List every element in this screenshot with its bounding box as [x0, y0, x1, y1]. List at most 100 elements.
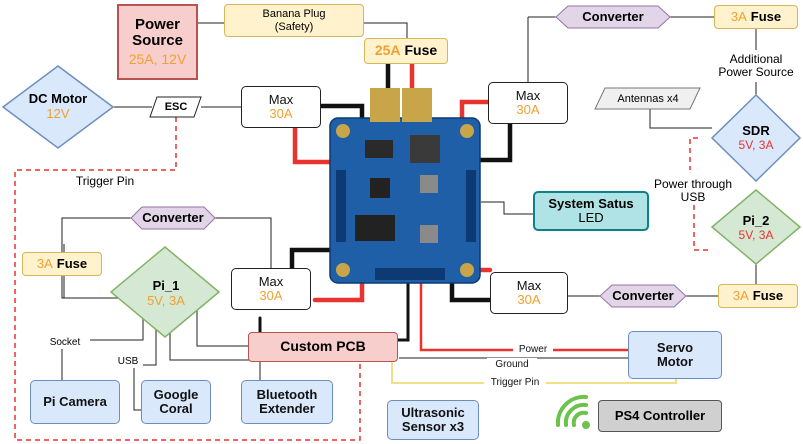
pcb-mount-bl: [336, 263, 350, 277]
additional-power-line2: Power Source: [718, 66, 793, 79]
banana-plug-line1: Banana Plug: [263, 8, 326, 20]
power-distribution-board: [330, 88, 480, 283]
pcb-inductor-2: [420, 225, 438, 243]
power-source-title: Power Source: [119, 17, 196, 50]
pcb-chip-1: [365, 140, 393, 158]
ps4-controller-box: PS4 Controller: [598, 400, 722, 432]
ultrasonic-line1: Ultrasonic: [401, 406, 465, 420]
system-status-box: System Satus LED: [533, 191, 649, 231]
max-top-left: Max 30A: [241, 86, 321, 128]
bluetooth-box: Bluetooth Extender: [241, 380, 333, 424]
pcb-header-bottom: [375, 268, 445, 280]
pi1-spec: 5V, 3A: [147, 294, 185, 309]
wire-ground-label: Ground: [487, 358, 537, 371]
pcb-mount-tl: [336, 124, 350, 138]
servo-line1: Servo: [657, 341, 693, 355]
power-source-box: Power Source 25A, 12V: [117, 4, 198, 80]
line-pi1-bt: [170, 325, 260, 380]
fuse-25a-box: 25A Fuse: [364, 38, 448, 64]
fuse-left: 3A Fuse: [22, 252, 102, 276]
usb-label: USB: [113, 354, 143, 368]
fuse-bottom-right: 3A Fuse: [718, 284, 798, 308]
pcb-pad-right: [402, 88, 432, 122]
line-pi1-pcb: [197, 305, 248, 346]
power-usb-label: Power through USB: [645, 176, 741, 206]
esc-label: ESC: [152, 97, 200, 117]
fuse-br-amp: 3A: [733, 289, 749, 303]
ultrasonic-box: Ultrasonic Sensor x3: [387, 400, 479, 440]
pcb-body: [330, 118, 480, 283]
fuse-25a-amp: 25A: [375, 43, 401, 58]
max-tl-label: Max: [269, 93, 294, 107]
google-coral-line2: Coral: [159, 402, 192, 416]
fuse-br-label: Fuse: [753, 289, 783, 303]
dc-motor-spec: 12V: [46, 107, 69, 122]
pcb-header-left: [336, 170, 346, 242]
cable-maxtl-red: [295, 126, 332, 162]
wireless-icon: [558, 397, 586, 425]
pcb-capacitor: [410, 135, 440, 163]
pcb-pad-left: [370, 88, 400, 122]
power-source-spec: 25A, 12V: [129, 52, 187, 67]
max-br-amp: 30A: [517, 293, 540, 307]
sdr-text: SDR 5V, 3A: [722, 120, 790, 156]
fuse-top-right: 3A Fuse: [714, 5, 798, 29]
converter-right: Converter: [600, 285, 686, 307]
banana-plug-box: Banana Plug (Safety): [224, 4, 364, 37]
system-status-sub: LED: [578, 211, 603, 225]
socket-label: Socket: [40, 335, 90, 349]
pcb-chip-2: [355, 215, 395, 241]
pi1-title: Pi_1: [153, 279, 180, 294]
max-top-right: Max 30A: [488, 82, 568, 124]
max-bl-label: Max: [259, 275, 284, 289]
dc-motor-title: DC Motor: [29, 92, 88, 107]
servo-line2: Motor: [657, 355, 693, 369]
pcb-inductor-1: [420, 175, 438, 193]
banana-plug-line2: (Safety): [275, 21, 314, 33]
line-conv-to-maxbl: [215, 218, 271, 270]
trigger-pin-label: Trigger Pin: [70, 174, 140, 190]
sdr-title: SDR: [742, 124, 769, 139]
wire-power-label: Power: [513, 343, 553, 356]
bluetooth-line1: Bluetooth: [257, 388, 318, 402]
google-coral-line1: Google: [154, 388, 199, 402]
ultrasonic-line2: Sensor x3: [402, 420, 464, 434]
pi-camera-box: Pi Camera: [30, 380, 120, 424]
pi2-spec: 5V, 3A: [739, 229, 774, 243]
max-br-label: Max: [517, 279, 542, 293]
fuse-left-amp: 3A: [37, 257, 53, 271]
wireless-dot: [582, 421, 590, 429]
max-bl-amp: 30A: [259, 289, 282, 303]
max-tl-amp: 30A: [269, 107, 292, 121]
bluetooth-line2: Extender: [259, 402, 315, 416]
pi2-title: Pi_2: [743, 214, 770, 229]
cable-maxbl-black: [292, 250, 332, 268]
power-usb-line2: USB: [681, 191, 706, 204]
line-led: [481, 202, 533, 214]
max-tr-amp: 30A: [516, 103, 539, 117]
max-bottom-right: Max 30A: [490, 272, 568, 314]
pi1-spec-text: 5V, 3A: [147, 293, 185, 308]
wire-trigger-label: Trigger Pin: [484, 376, 546, 389]
servo-motor-box: Servo Motor: [628, 331, 722, 379]
system-status-title: System Satus: [548, 197, 633, 211]
converter-top: Converter: [556, 6, 670, 28]
fuse-left-label: Fuse: [57, 257, 87, 271]
pcb-chip-3: [370, 178, 390, 198]
line-antenna-to-sdr: [650, 109, 712, 128]
pcb-mount-tr: [460, 124, 474, 138]
custom-pcb-box: Custom PCB: [248, 332, 398, 362]
pi1-text: Pi_1 5V, 3A: [128, 276, 204, 312]
fuse-tr-amp: 3A: [731, 10, 747, 24]
antennas-label: Antennas x4: [598, 89, 698, 109]
google-coral-box: Google Coral: [141, 380, 211, 424]
pcb-header-right: [466, 170, 476, 242]
additional-power-label: Additional Power Source: [706, 50, 803, 82]
pcb-mount-br: [460, 263, 474, 277]
converter-left: Converter: [131, 207, 215, 229]
max-tr-label: Max: [516, 89, 541, 103]
pi2-text: Pi_2 5V, 3A: [722, 210, 790, 246]
fuse-tr-label: Fuse: [751, 10, 781, 24]
dc-motor-text: DC Motor 12V: [10, 88, 106, 126]
line-banana-to-fuse: [364, 23, 407, 38]
